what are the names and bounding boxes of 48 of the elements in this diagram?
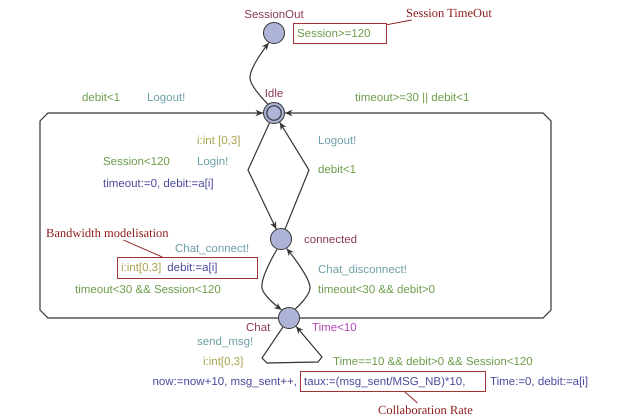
update-label: now:=now+10, msg_sent++, <box>152 375 297 389</box>
update-label: timeout:=0, debit:=a[i] <box>103 177 214 191</box>
location-circle <box>270 228 292 250</box>
edge-label: Chat_connect! <box>175 242 250 256</box>
guard-label: debit<1 <box>318 163 356 177</box>
guard-label: timeout<30 && debit>0 <box>318 283 435 297</box>
select-label: i:int[0,3] <box>121 262 162 274</box>
edge-label: Logout! <box>318 134 356 148</box>
select-label: i:int [0,3] <box>197 134 240 148</box>
select-label: i:int[0,3] <box>203 355 244 369</box>
update-label: Time:=0, debit:=a[i] <box>490 375 588 389</box>
transition-arrow <box>247 122 277 230</box>
edge-label: timeout>=30 || debit<1 <box>355 91 470 105</box>
leader-line <box>122 240 163 258</box>
location-circle <box>278 307 300 329</box>
transition-arrow <box>286 248 311 310</box>
transition-arrow <box>261 248 282 310</box>
guard-label: timeout<30 && Session<120 <box>75 283 221 297</box>
edge-label: Login! <box>197 155 228 169</box>
comment-text: Bandwidth modelisation <box>46 226 169 240</box>
comment-text: Collaboration Rate <box>378 403 473 417</box>
self-loop-arrow <box>261 326 323 364</box>
update-label: debit:=a[i] <box>167 262 218 274</box>
leader-line <box>386 20 412 26</box>
transition-arrow <box>39 110 278 319</box>
guard-label: Session<120 <box>103 155 170 169</box>
annotation-box <box>293 23 387 44</box>
guard-label: debit<1 <box>82 91 120 105</box>
guard-label: Time==10 && debit>0 && Session<120 <box>333 355 533 369</box>
location-name: connected <box>304 233 358 247</box>
annotation-box <box>117 257 258 279</box>
update-label: Session>=120 <box>297 28 371 40</box>
location-circle <box>263 22 285 44</box>
location-name: SessionOut <box>244 8 304 22</box>
comment-text: Session TimeOut <box>406 6 492 20</box>
edge-label: Chat_disconnect! <box>318 263 407 277</box>
transition-arrow <box>249 42 270 104</box>
edge-label: Logout! <box>147 91 186 105</box>
invariant-label: Time<10 <box>312 321 357 335</box>
location-name: Chat <box>246 321 270 335</box>
transition-arrow <box>279 122 310 230</box>
location-name: Idle <box>264 87 284 101</box>
transition-arrow <box>285 110 552 319</box>
leader-line <box>404 392 418 404</box>
update-label: taux:=(msg_sent/MSG_NB)*10, <box>304 376 466 388</box>
initial-location-circle <box>263 102 285 124</box>
edge-label: send_msg! <box>197 335 254 349</box>
annotation-box <box>300 371 486 392</box>
